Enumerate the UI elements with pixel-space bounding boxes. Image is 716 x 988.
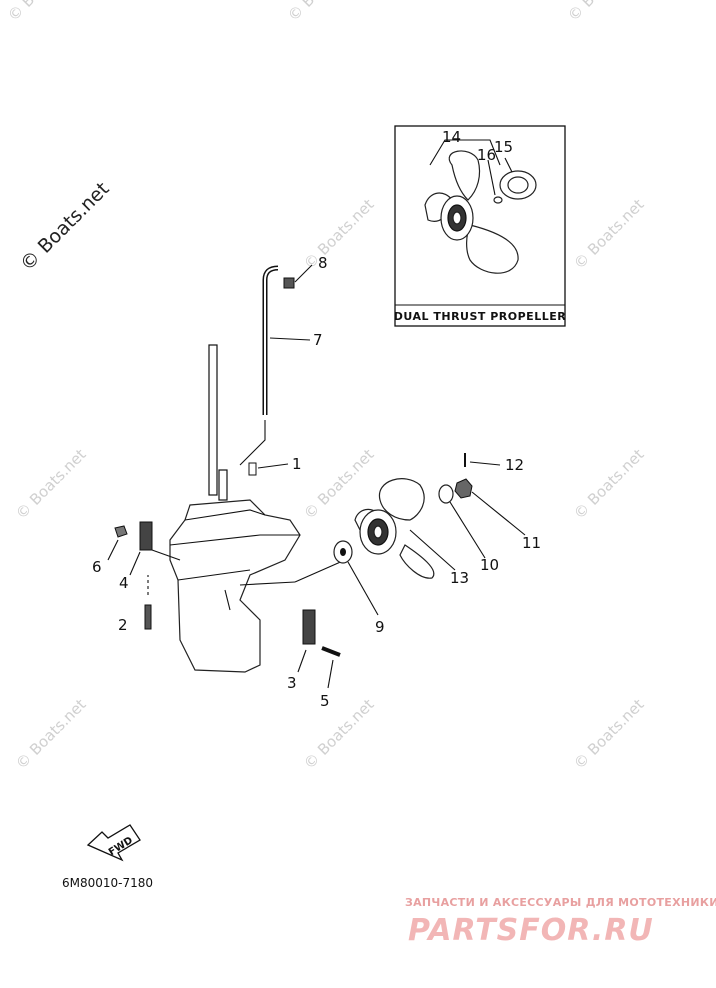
fwd-arrow-icon bbox=[86, 824, 141, 862]
callout-14: 14 bbox=[442, 128, 461, 146]
lower-unit-housing bbox=[169, 344, 301, 673]
brand-name: PARTSFOR.RU bbox=[408, 913, 654, 948]
propeller-13 bbox=[354, 478, 435, 579]
callout-15: 15 bbox=[494, 138, 513, 156]
watermark: © Boats.net bbox=[300, 195, 378, 273]
callout-16: 16 bbox=[477, 146, 496, 164]
brand-tagline: ЗАПЧАСТИ И АКСЕССУАРЫ ДЛЯ МОТОТЕХНИКИ bbox=[405, 896, 716, 909]
callout-8: 8 bbox=[318, 254, 328, 272]
watermark: © Boats.net bbox=[564, 0, 642, 25]
watermark-grid: © Boats.net © Boats.net © Boats.net © Bo… bbox=[4, 0, 648, 773]
inset-dual-thrust-propeller: DUAL THRUST PROPELLER 14 16 15 bbox=[394, 125, 566, 327]
callout-9: 9 bbox=[375, 618, 385, 636]
callout-10: 10 bbox=[480, 556, 499, 574]
watermark: © Boats.net bbox=[284, 0, 362, 25]
callout-6: 6 bbox=[92, 558, 102, 576]
callout-7: 7 bbox=[313, 331, 323, 349]
watermark: © Boats.net bbox=[570, 445, 648, 523]
main-watermark: © Boats.net bbox=[16, 178, 114, 276]
callout-1: 1 bbox=[292, 455, 302, 473]
watermark: © Boats.net bbox=[300, 695, 378, 773]
callout-2: 2 bbox=[118, 616, 128, 634]
callout-13: 13 bbox=[450, 569, 469, 587]
watermark: © Boats.net bbox=[12, 695, 90, 773]
watermark: © Boats.net bbox=[12, 445, 90, 523]
watermark: © Boats.net bbox=[4, 0, 82, 25]
callout-4: 4 bbox=[119, 574, 129, 592]
anode-4 bbox=[114, 521, 153, 551]
watermark: © Boats.net bbox=[570, 695, 648, 773]
watermark: © Boats.net bbox=[570, 195, 648, 273]
callout-11: 11 bbox=[522, 534, 541, 552]
inset-title: DUAL THRUST PROPELLER bbox=[394, 310, 566, 323]
shift-rod-assembly bbox=[239, 264, 313, 466]
inset-propeller-graphic bbox=[424, 139, 537, 274]
diagram-code: 6M80010-7180 bbox=[62, 876, 153, 890]
callout-12: 12 bbox=[505, 456, 524, 474]
callout-5: 5 bbox=[320, 692, 330, 710]
callout-3: 3 bbox=[287, 674, 297, 692]
